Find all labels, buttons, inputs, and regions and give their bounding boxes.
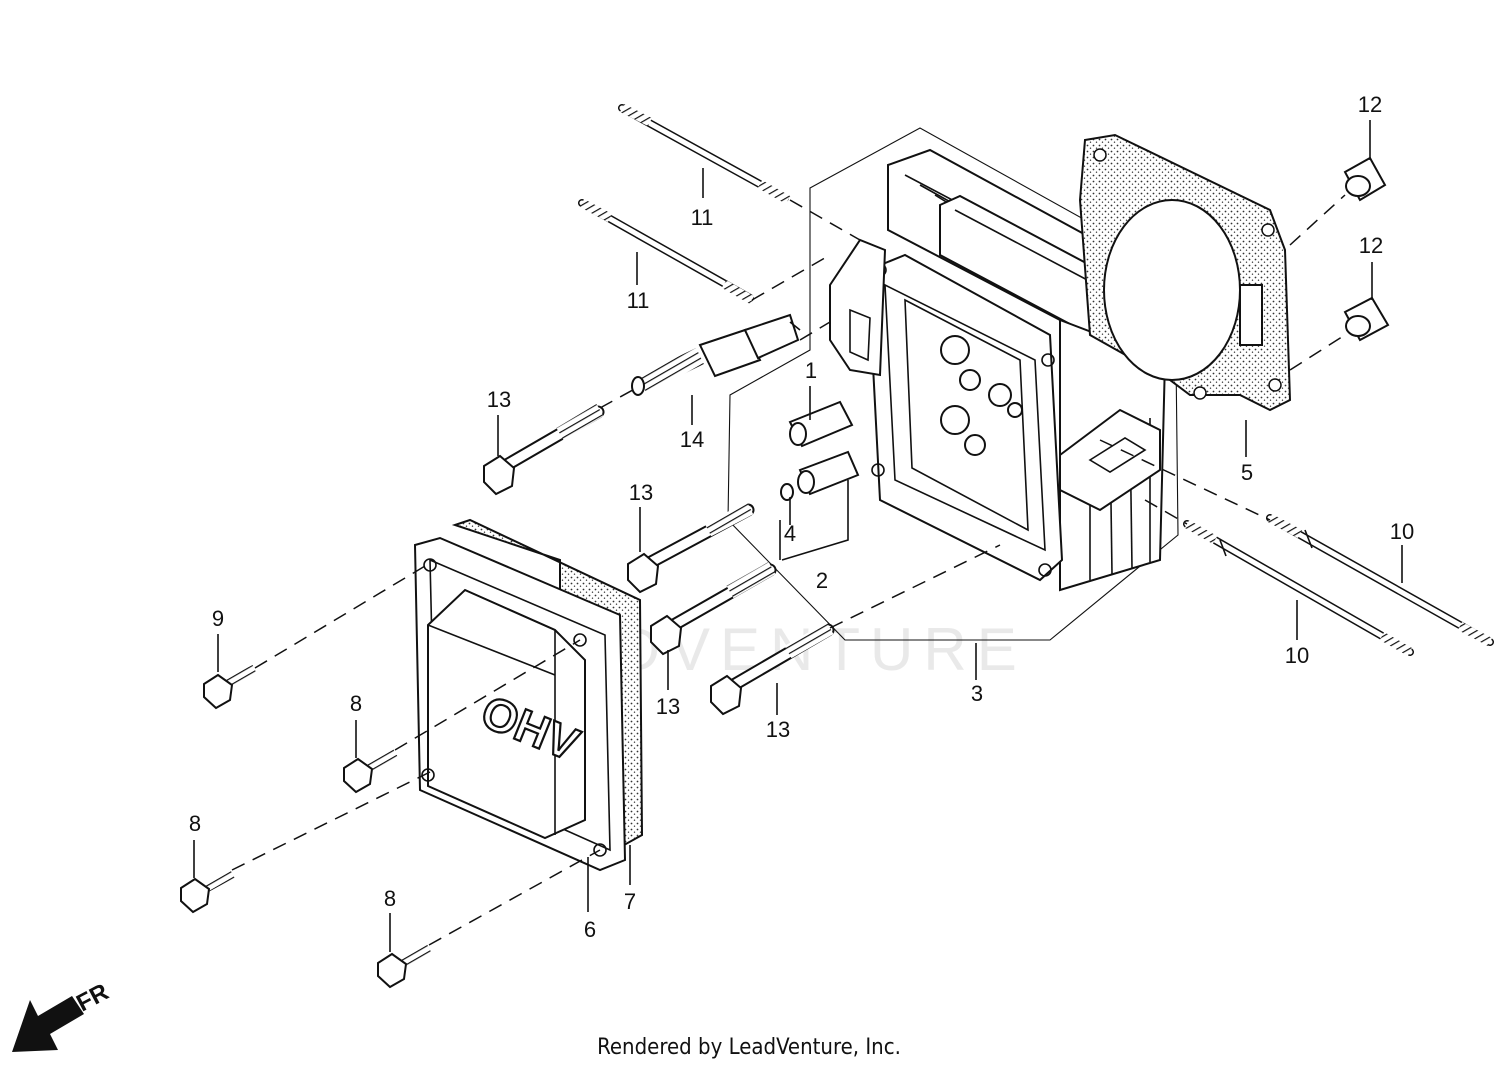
callout-11: 11	[691, 205, 714, 230]
head-gasket	[1078, 133, 1292, 412]
callout-9: 9	[212, 606, 224, 631]
callout-3: 3	[971, 681, 983, 706]
callout-13: 13	[656, 694, 680, 719]
callout-1: 1	[805, 358, 817, 383]
callout-13: 13	[629, 480, 653, 505]
cover-bolt	[180, 868, 235, 914]
flange-bolt	[650, 561, 777, 656]
flange-bolt	[627, 501, 755, 594]
callout-12: 12	[1359, 233, 1383, 258]
spark-plug	[631, 313, 801, 396]
dowel-pin	[1343, 296, 1390, 342]
stud-bolt	[1183, 520, 1414, 656]
head-cover: OHV	[413, 536, 627, 872]
callout-labels: 1 2 3 4 5 6 7 8 8 8 9 10 10 11 11 12 12 …	[189, 92, 1414, 942]
cover-bolt	[377, 943, 432, 989]
leader-lines	[193, 120, 1403, 952]
stud-bolt	[1266, 514, 1494, 646]
valve-guide	[788, 400, 854, 448]
front-direction-arrow-icon	[12, 996, 84, 1052]
callout-7: 7	[624, 889, 636, 914]
callout-5: 5	[1241, 460, 1253, 485]
assembly-lines	[231, 194, 1346, 946]
callout-8: 8	[350, 691, 362, 716]
flange-bolt	[483, 403, 605, 496]
callout-8: 8	[189, 811, 201, 836]
footer-credit: Rendered by LeadVenture, Inc.	[597, 1035, 901, 1060]
callout-6: 6	[584, 917, 596, 942]
callout-10: 10	[1390, 519, 1414, 544]
dowel-pin	[1343, 156, 1387, 202]
callout-10: 10	[1285, 643, 1309, 668]
callout-13: 13	[766, 717, 790, 742]
clip	[780, 483, 794, 501]
callout-12: 12	[1358, 92, 1382, 117]
callout-11: 11	[627, 288, 650, 313]
assembly-outline	[727, 127, 1179, 641]
callout-4: 4	[784, 521, 796, 546]
callout-2: 2	[816, 568, 828, 593]
callout-8: 8	[384, 886, 396, 911]
cylinder-head	[829, 148, 1167, 592]
callout-14: 14	[680, 427, 704, 452]
cover-bolt	[203, 665, 258, 710]
stud-bolt	[618, 103, 791, 204]
valve-guide	[797, 450, 860, 496]
stud-bolt	[578, 199, 755, 304]
flange-bolt	[710, 621, 835, 716]
cover-bolt	[343, 747, 398, 794]
callout-13: 13	[487, 387, 511, 412]
